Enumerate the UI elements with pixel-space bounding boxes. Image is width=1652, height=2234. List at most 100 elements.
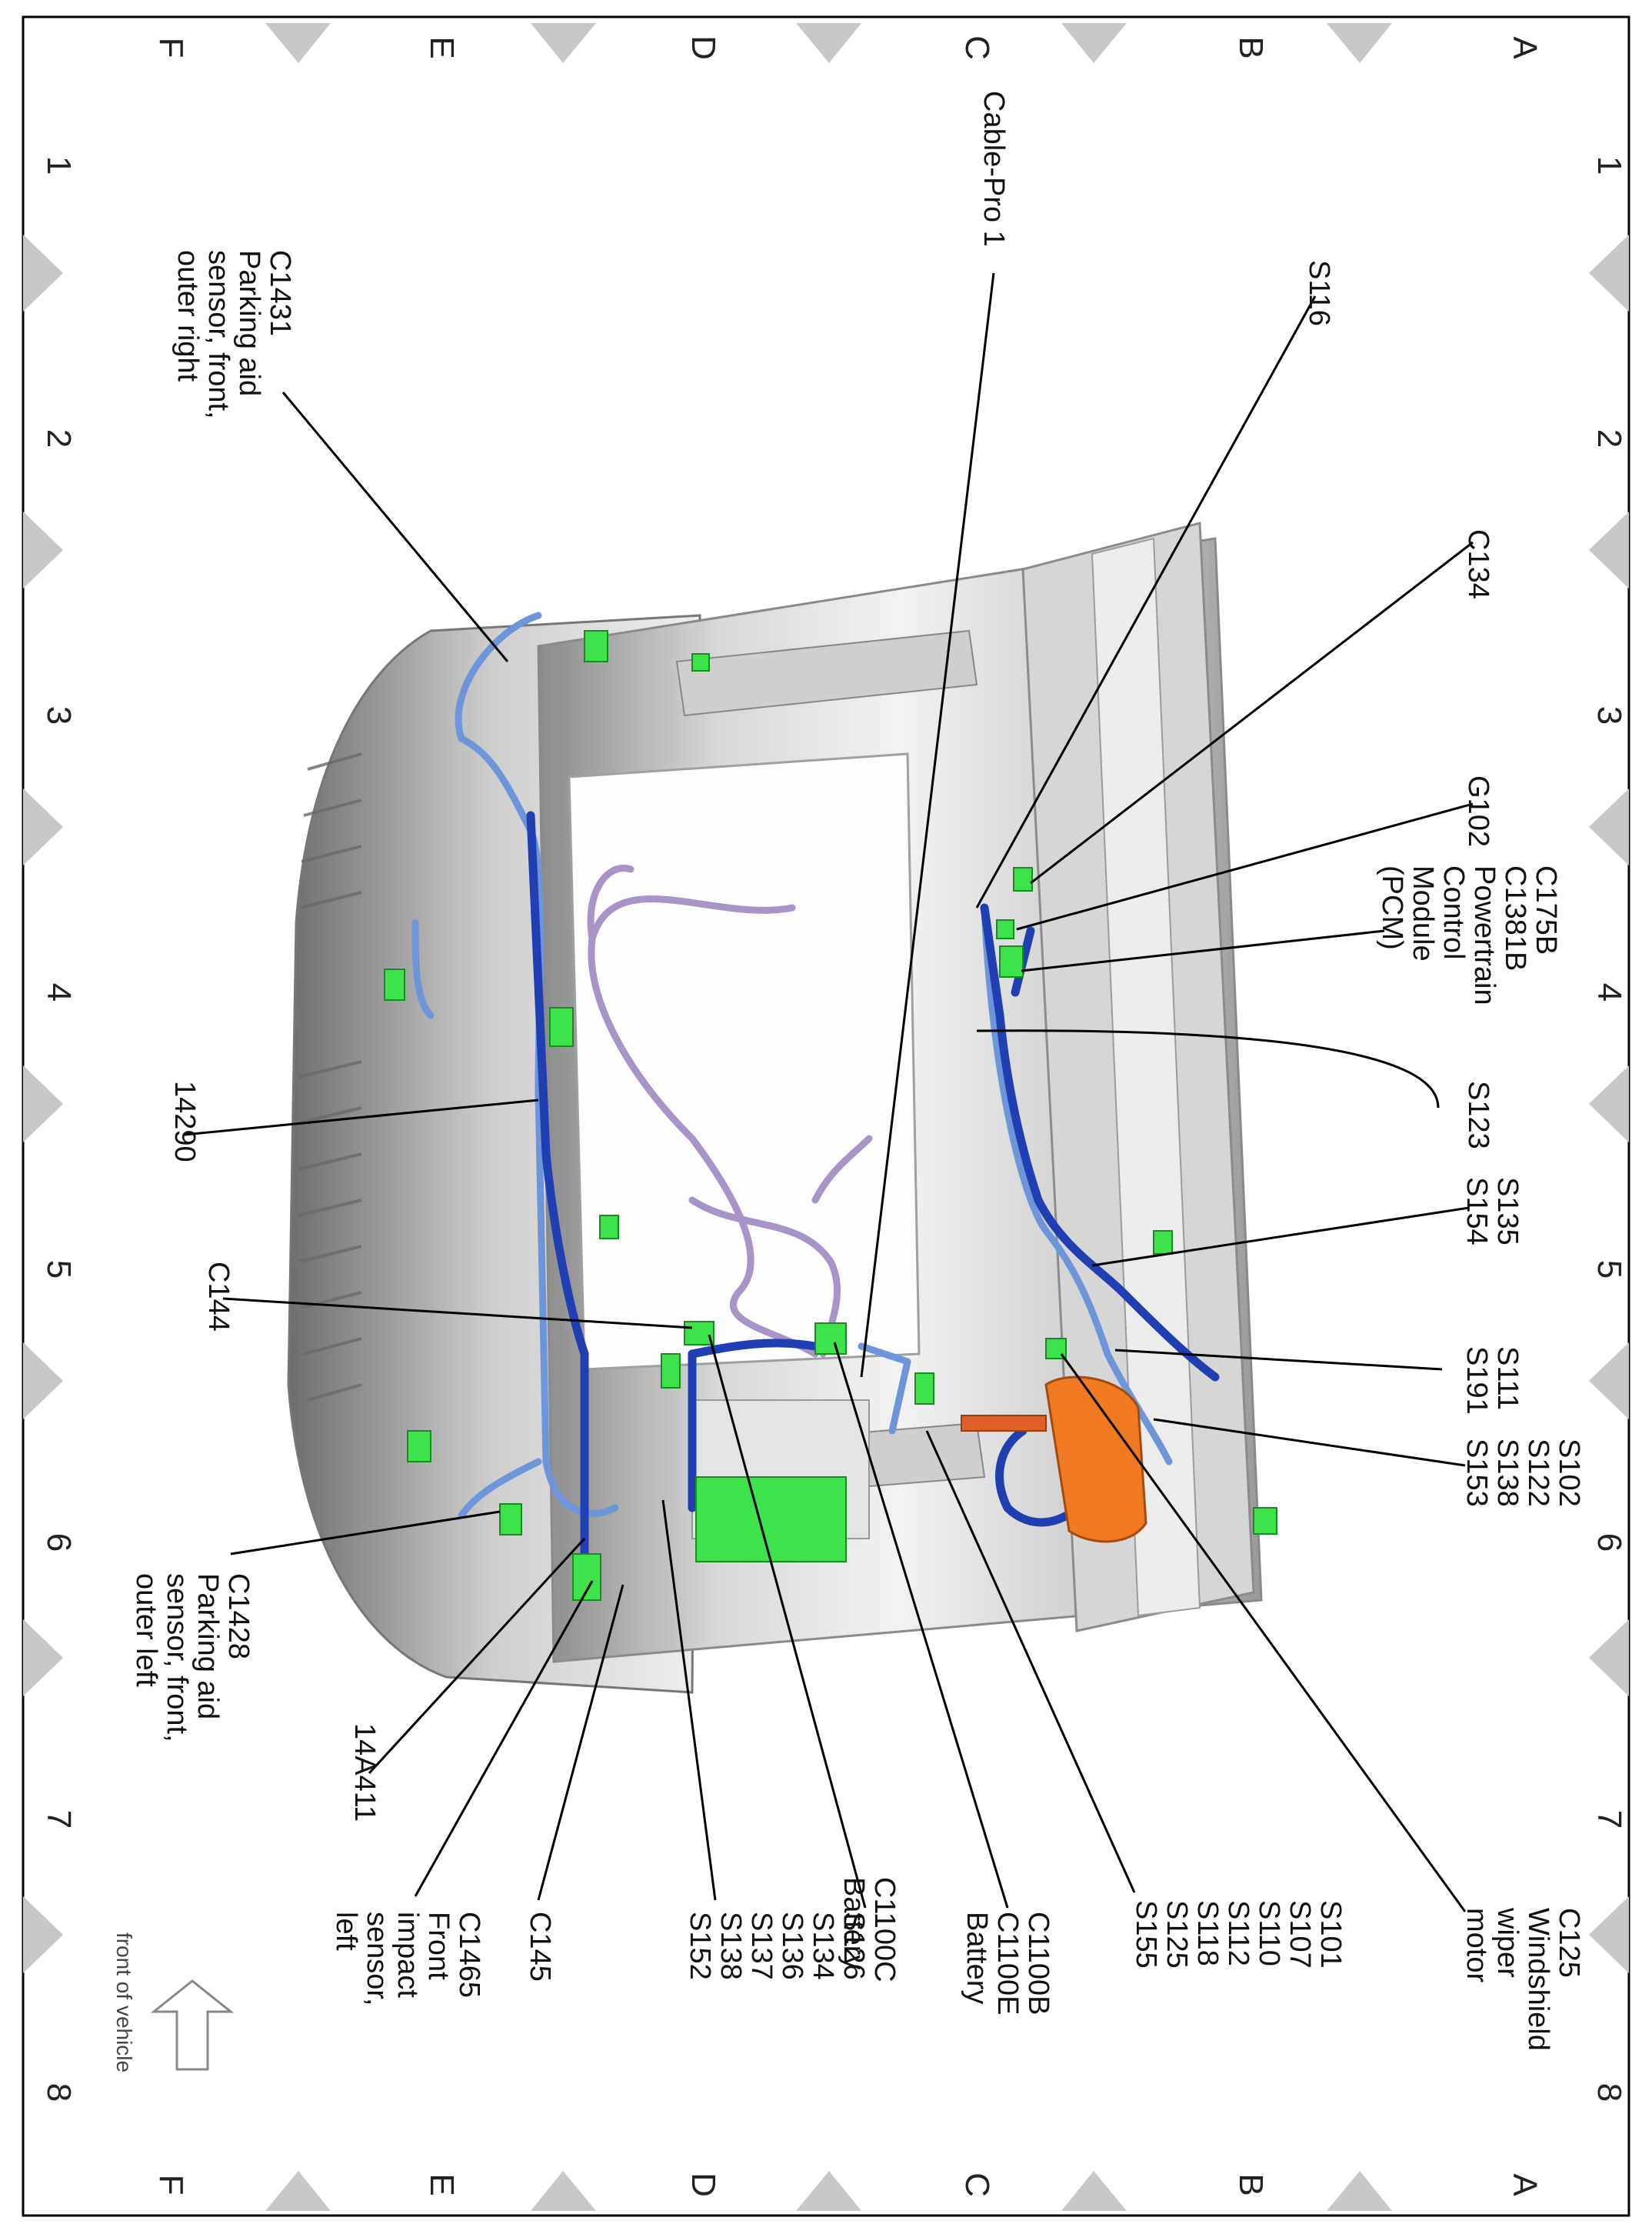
grid-col-labels-right: 1 2 3 4 5 6 7 8 bbox=[1590, 156, 1628, 2102]
grid-col-1-left: 1 bbox=[40, 156, 78, 175]
grid-row-a-bottom: A bbox=[1506, 2173, 1544, 2196]
grid-col-4-right: 4 bbox=[1590, 983, 1628, 1002]
label-cable-pro: Cable-Pro 1 bbox=[978, 91, 1010, 247]
connector-c1100c bbox=[814, 1322, 847, 1355]
leader-c1431 bbox=[281, 392, 509, 662]
grid-col-7-right: 7 bbox=[1590, 1810, 1628, 1829]
connector-14290 bbox=[549, 1007, 574, 1047]
grid-row-labels-bottom: A B C D E F bbox=[152, 2172, 1544, 2197]
grid-col-labels-left: 1 2 3 4 5 6 7 8 bbox=[40, 156, 78, 2102]
border-marks bbox=[23, 23, 1629, 2211]
grid-col-8-left: 8 bbox=[40, 2083, 78, 2102]
label-14290: 14290 bbox=[168, 1081, 201, 1162]
leader-s123 bbox=[976, 1029, 1440, 1109]
front-of-vehicle-indicator: front of vehicle bbox=[112, 1932, 235, 2072]
label-c1100b-battery: C1100B C1100E Battery bbox=[961, 1912, 1054, 2023]
leader-s102 bbox=[1153, 1418, 1466, 1467]
leader-c1100c bbox=[708, 1334, 867, 1909]
connector-c145 bbox=[572, 1553, 601, 1601]
grid-row-d-top: D bbox=[684, 35, 722, 60]
connector-e bbox=[384, 969, 405, 1001]
leader-14a411 bbox=[368, 1537, 586, 1775]
leader-c145 bbox=[537, 1584, 624, 1901]
grid-col-4-left: 4 bbox=[40, 983, 78, 1002]
harness-dark bbox=[526, 811, 1220, 1559]
connector-d bbox=[661, 1353, 681, 1389]
connector-c144 bbox=[684, 1321, 714, 1345]
connector-g102 bbox=[996, 919, 1014, 939]
label-c125-wiper: C125 Windshield wiper motor bbox=[1460, 1907, 1585, 2059]
grid-col-8-right: 8 bbox=[1590, 2083, 1628, 2102]
connector-s102 bbox=[1253, 1507, 1277, 1535]
label-s123: S123 bbox=[1462, 1081, 1494, 1149]
leader-cable-pro bbox=[860, 272, 995, 1378]
grid-col-6-right: 6 bbox=[1590, 1533, 1628, 1552]
front-arrow-icon bbox=[150, 1979, 235, 2071]
label-s126-group: S126 S134 S136 S137 S138 S152 bbox=[684, 1912, 870, 1988]
label-c134: C134 bbox=[1462, 529, 1494, 599]
label-s111-s191: S111 S191 bbox=[1460, 1346, 1524, 1419]
grid-col-5-left: 5 bbox=[40, 1260, 78, 1279]
label-14a411: 14A411 bbox=[348, 1723, 381, 1822]
label-g102: G102 bbox=[1462, 775, 1494, 847]
label-c145: C145 bbox=[524, 1912, 556, 1982]
label-s101-group: S101 S107 S110 S112 S118 S125 S155 bbox=[1130, 1900, 1347, 1976]
label-s102-group: S102 S122 S138 S153 bbox=[1460, 1439, 1585, 1515]
leader-c125 bbox=[1060, 1353, 1467, 1912]
leader-lines bbox=[184, 272, 1474, 1912]
grid-col-2-right: 2 bbox=[1590, 429, 1628, 448]
label-pcm: C175B C1381B Powertrain Control Module (… bbox=[1376, 865, 1562, 1013]
grid-row-b-bottom: B bbox=[1232, 2173, 1270, 2196]
grid-row-f-top: F bbox=[152, 38, 190, 58]
connector-f bbox=[407, 1430, 431, 1462]
leader-c134 bbox=[1030, 541, 1474, 885]
grid-col-2-left: 2 bbox=[40, 429, 78, 448]
grid-row-d-bottom: D bbox=[684, 2172, 722, 2197]
grid-row-c-top: C bbox=[958, 35, 996, 60]
connector-g bbox=[599, 1215, 619, 1239]
leader-s126 bbox=[661, 1499, 717, 1901]
connector-c1100b bbox=[914, 1372, 934, 1405]
grid-col-7-left: 7 bbox=[40, 1810, 78, 1829]
connector-c1431 bbox=[584, 630, 608, 662]
leader-s116 bbox=[975, 295, 1317, 909]
connector-s135 bbox=[1153, 1230, 1173, 1255]
grid-row-e-bottom: E bbox=[423, 2173, 461, 2196]
label-c144: C144 bbox=[202, 1262, 235, 1332]
connector-h bbox=[691, 653, 710, 672]
grid-col-3-right: 3 bbox=[1590, 706, 1628, 725]
leader-c1465 bbox=[414, 1580, 594, 1897]
leader-pcm bbox=[1021, 929, 1385, 972]
grid-row-a-top: A bbox=[1506, 36, 1544, 59]
connector-c1428 bbox=[499, 1503, 522, 1535]
leader-s135 bbox=[1091, 1206, 1470, 1267]
grid-row-c-bottom: C bbox=[958, 2172, 996, 2197]
leader-s111 bbox=[1114, 1349, 1443, 1371]
connector-fuse-box bbox=[695, 1476, 847, 1562]
grid-row-labels-top: A B C D E F bbox=[152, 35, 1544, 60]
leader-14290 bbox=[184, 1099, 539, 1136]
front-of-vehicle-label: front of vehicle bbox=[112, 1932, 136, 2072]
leader-c1100b bbox=[833, 1342, 1009, 1909]
label-c1465-impact-sensor: C1465 Front impact sensor, left bbox=[330, 1912, 485, 2014]
grid-col-3-left: 3 bbox=[40, 706, 78, 725]
label-c1428-parking-aid: C1428 Parking aid sensor, front, outer l… bbox=[130, 1573, 255, 1750]
connector-c134 bbox=[1013, 867, 1033, 892]
grid-col-1-right: 1 bbox=[1590, 156, 1628, 175]
leader-c1428 bbox=[230, 1510, 501, 1555]
grid-row-e-top: E bbox=[423, 36, 461, 58]
leader-s101 bbox=[925, 1430, 1136, 1893]
label-s116: S116 bbox=[1303, 260, 1335, 326]
label-c1100c-battery: C1100C Battery bbox=[838, 1877, 901, 1990]
grid-row-b-top: B bbox=[1232, 36, 1270, 58]
label-c1431-parking-aid: C1431 Parking aid sensor, front, outer r… bbox=[172, 250, 296, 427]
grid-row-f-bottom: F bbox=[152, 2175, 190, 2196]
harness-purple bbox=[587, 865, 873, 1358]
label-s135-s154: S135 S154 bbox=[1460, 1177, 1524, 1253]
leader-c144 bbox=[222, 1297, 693, 1329]
grid-col-6-left: 6 bbox=[40, 1533, 78, 1552]
leader-g102 bbox=[1016, 802, 1474, 931]
grid-col-5-right: 5 bbox=[1590, 1260, 1628, 1279]
callouts: Cable-Pro 1 S116 C134 G102 C175B C1381B … bbox=[130, 91, 1585, 2059]
